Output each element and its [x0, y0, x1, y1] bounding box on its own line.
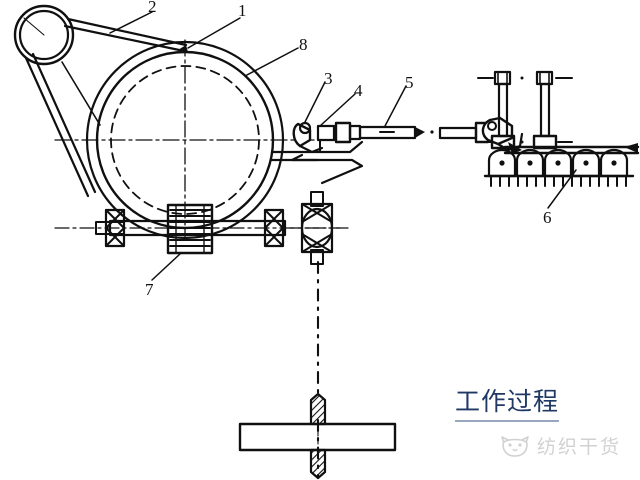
- gill-faller-bar: [483, 148, 635, 187]
- leader-3: [304, 81, 326, 123]
- gill-support-post-1: [477, 70, 524, 150]
- leader-7: [151, 253, 181, 281]
- bottom-spindle-assembly: [238, 392, 397, 480]
- callout-label-8: 8: [299, 35, 308, 54]
- leader-6: [547, 169, 577, 209]
- drive-shaft-assembly: [54, 191, 349, 265]
- watermark: 纺织干货: [500, 432, 621, 459]
- callout-label-2: 2: [148, 0, 157, 16]
- crank-pivot-joint: [292, 121, 324, 154]
- watermark-text: 纺织干货: [537, 436, 622, 458]
- bevel-gear-coupling: [289, 191, 349, 265]
- gill-faller-assembly: [477, 70, 640, 187]
- drive-belt: [24, 17, 188, 198]
- push-rod: [358, 125, 425, 140]
- callout-label-7: 7: [145, 280, 154, 299]
- leader-2: [109, 11, 153, 34]
- crank-linkage-assembly: [270, 121, 490, 185]
- figure-caption: 工作过程: [455, 382, 560, 422]
- callout-label-5: 5: [405, 73, 414, 92]
- leader-4: [319, 93, 356, 127]
- spline-gear-hub: [166, 203, 214, 255]
- bearing-block-right: [263, 208, 285, 248]
- callout-label-3: 3: [324, 69, 333, 88]
- leader-5: [384, 85, 407, 127]
- callout-label-1: 1: [238, 1, 247, 20]
- bearing-block-left: [104, 208, 126, 248]
- leader-1: [187, 17, 241, 49]
- leader-8: [244, 47, 299, 77]
- cat-face-logo-icon: [501, 435, 529, 457]
- motor-pulley: [13, 4, 75, 66]
- callout-label-6: 6: [543, 208, 552, 227]
- callout-label-4: 4: [354, 81, 363, 100]
- gill-support-post-2: [532, 70, 573, 150]
- callout-leaders: [109, 11, 577, 281]
